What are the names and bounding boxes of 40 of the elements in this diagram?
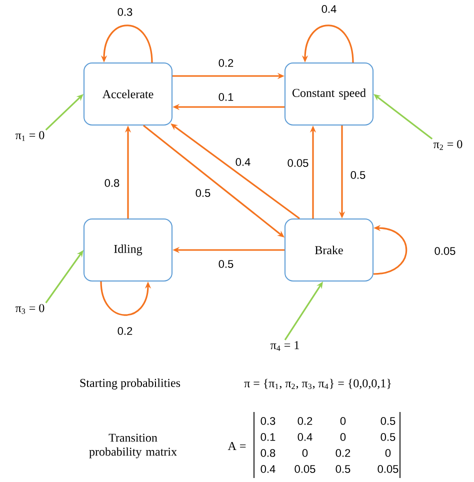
edge-label: 0.05: [433, 246, 457, 256]
edge-label: 0.05: [286, 158, 310, 168]
edge-label: 0.5: [217, 259, 235, 269]
state-box: Brake: [284, 218, 374, 282]
matrix-entry: 0: [302, 449, 308, 457]
matrix-entry: 0.05: [294, 465, 316, 473]
matrix-entry: 0.5: [380, 433, 396, 441]
edge-label: 0.3: [116, 7, 134, 17]
edge-label: 0.4: [234, 157, 252, 167]
matrix-entry: 0.4: [298, 433, 312, 441]
state-box: Constant speed: [284, 62, 374, 126]
edge-label: 0.2: [217, 58, 235, 68]
edge-label: 0.8: [103, 178, 121, 188]
formula-text: A =: [228, 442, 246, 450]
edge-label: 0.4: [320, 4, 338, 14]
matrix-entry: 0.8: [260, 449, 276, 457]
matrix-entry: 0.5: [380, 417, 396, 425]
probability-label: π$_{1}$ = 0: [16, 131, 44, 141]
matrix-entry: 0: [340, 433, 346, 441]
edge-label: 0.5: [349, 170, 367, 180]
matrix-entry: 0: [385, 449, 391, 457]
matrix-entry: 0.5: [336, 465, 350, 473]
state-box: Accelerate: [84, 62, 172, 126]
edge-label: 0.1: [217, 92, 235, 102]
matrix-entry: 0.3: [260, 417, 276, 425]
probability-label: π$_{3}$ = 0: [16, 304, 44, 314]
state-box: Idling: [84, 218, 172, 282]
probability-label: π$_{2}$ = 0: [434, 140, 462, 150]
formula-text: π = {π$_{1}$, π$_{2}$, π$_{3}$, π$_{4}$} = {0,0,0,1}: [244, 378, 391, 390]
matrix-entry: 0.2: [298, 417, 312, 425]
matrix-entry: 0.1: [260, 433, 276, 441]
matrix-entry: 0.05: [378, 465, 398, 473]
caption-text: Starting probabilities: [80, 378, 180, 390]
matrix-entry: 0.4: [260, 465, 276, 473]
matrix-entry: 0: [340, 417, 346, 425]
matrix-entry: 0.2: [336, 449, 350, 457]
probability-label: π$_{4}$ = 1: [270, 341, 299, 351]
edge-label: 0.5: [194, 188, 212, 198]
caption-text: Transition probability matrix: [89, 434, 177, 458]
edge-label: 0.2: [116, 326, 134, 336]
